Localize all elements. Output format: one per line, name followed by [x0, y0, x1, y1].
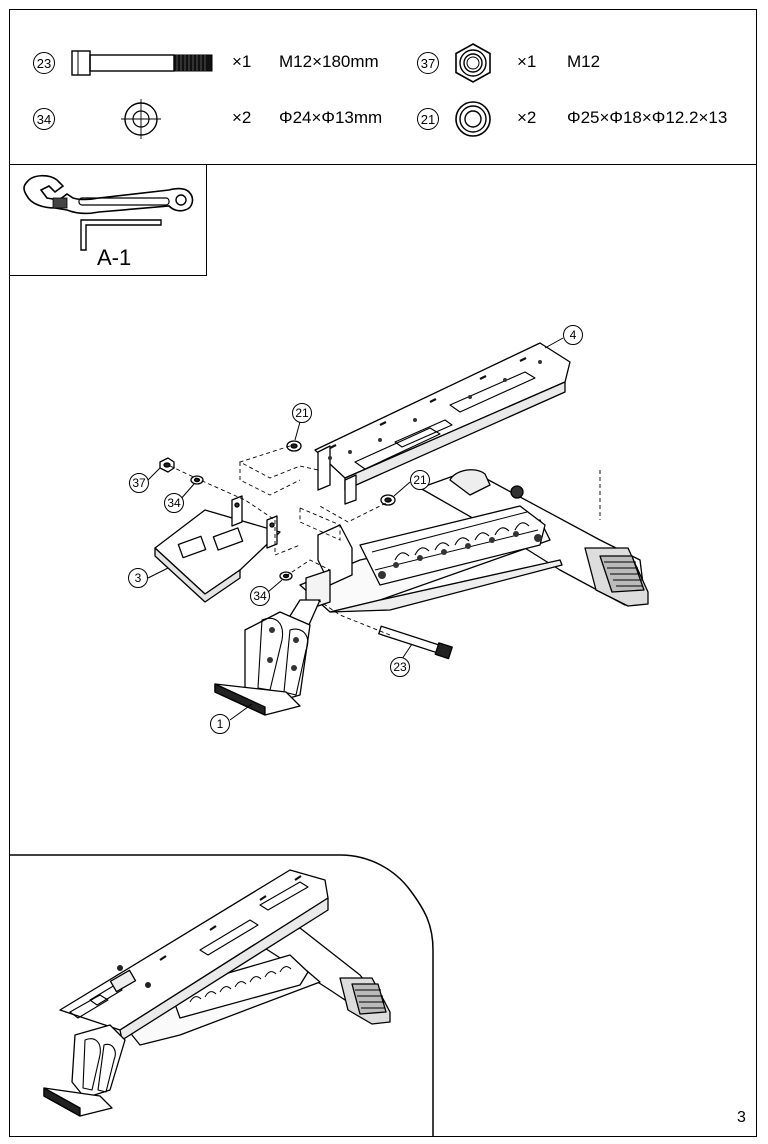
part-row-bolt: 23 ×1 M12×180mm 37 ×1 M12	[9, 43, 757, 83]
washer-21-top	[286, 440, 302, 452]
tool-box: A-1	[9, 164, 207, 276]
callout-bolt: 23	[390, 657, 410, 677]
part-qty: ×2	[517, 108, 537, 127]
page-frame	[9, 9, 757, 1137]
part-number-23: 23	[33, 52, 55, 74]
bolt-23	[378, 625, 453, 660]
assembled-view-diagram	[43, 869, 391, 1117]
lock-washer-icon	[455, 101, 491, 137]
part-qty: ×1	[232, 52, 252, 71]
parts-list: 23 ×1 M12×180mm 37 ×1 M12 34	[9, 9, 757, 165]
nut-icon	[455, 43, 491, 83]
callout-base: 1	[210, 714, 230, 734]
bolt-icon	[71, 50, 213, 76]
ladder-bracket	[359, 505, 546, 586]
page-number: 3	[737, 1109, 746, 1126]
allen-key-icon	[80, 219, 162, 251]
part-number-34: 34	[33, 108, 55, 130]
washer-34-left	[190, 475, 204, 485]
part-qty: ×1	[517, 52, 537, 71]
callout-washer-top: 21	[292, 403, 312, 423]
callout-top-frame: 4	[563, 325, 583, 345]
callout-washer-right: 21	[410, 470, 430, 490]
callout-nut: 37	[129, 473, 149, 493]
tool-label: A-1	[97, 245, 132, 270]
assembly-diagram	[145, 337, 649, 721]
part-row-washers: 34 ×2 Φ24×Φ13mm 21 ×2 Φ25×Φ18×Φ12.2×13	[9, 99, 757, 139]
callout-washer-bottom: 34	[250, 586, 270, 606]
callout-washer-left: 34	[164, 493, 184, 513]
part-qty: ×2	[232, 108, 252, 127]
part-spec: Φ25×Φ18×Φ12.2×13	[567, 108, 728, 127]
part-number-21: 21	[417, 108, 439, 130]
washer-icon	[121, 99, 161, 139]
part-spec: M12	[567, 52, 601, 71]
callout-seat-bracket: 3	[128, 568, 148, 588]
part-spec: Φ24×Φ13mm	[279, 108, 383, 127]
assembly-guide-lines	[169, 445, 601, 636]
part-number-37: 37	[417, 52, 439, 74]
wrench-icon	[23, 174, 194, 215]
part-spec: M12×180mm	[279, 52, 379, 71]
top-frame	[314, 342, 571, 479]
